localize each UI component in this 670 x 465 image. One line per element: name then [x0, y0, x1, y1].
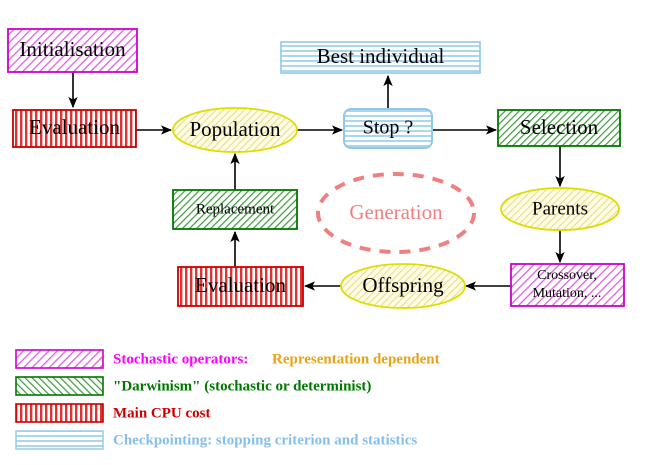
crossover-label-line2: Mutation, ... — [533, 286, 602, 301]
node-replacement[interactable]: Replacement — [172, 189, 298, 230]
crossover-label-line1: Crossover, — [537, 268, 597, 283]
node-evaluation-bottom[interactable]: Evaluation — [177, 266, 304, 307]
parents-ellipse — [500, 187, 620, 231]
legend-label-stochastic-detail: Representation dependent — [272, 351, 440, 367]
node-stop[interactable]: Stop ? — [343, 108, 433, 149]
edges-layer — [68, 72, 565, 291]
parents-label: Parents — [532, 198, 588, 219]
legend-item-stochastic[interactable]: Stochastic operators: Representation dep… — [15, 349, 440, 369]
node-best-individual[interactable]: Best individual — [280, 41, 481, 74]
evaluation-top-label: Evaluation — [29, 115, 120, 139]
replacement-label: Replacement — [196, 201, 275, 217]
node-selection[interactable]: Selection — [497, 109, 621, 147]
node-generation[interactable]: Generation — [316, 172, 476, 254]
legend-label-checkpoint: Checkpointing: stopping criterion and st… — [113, 432, 417, 448]
generation-ellipse — [316, 172, 476, 254]
node-initialisation[interactable]: Initialisation — [7, 28, 138, 73]
legend-label-darwinism: "Darwinism" (stochastic or determinist) — [113, 378, 371, 394]
stop-label: Stop ? — [363, 117, 414, 139]
node-parents[interactable]: Parents — [500, 187, 620, 231]
population-ellipse — [172, 107, 298, 153]
offspring-ellipse — [340, 263, 466, 309]
node-offspring[interactable]: Offspring — [340, 263, 466, 309]
legend: Stochastic operators: Representation dep… — [15, 349, 440, 450]
node-crossover-mutation[interactable]: Crossover, Mutation, ... — [510, 263, 625, 307]
initialisation-label: Initialisation — [19, 37, 126, 61]
legend-swatch-stochastic — [15, 349, 104, 369]
stop-box — [343, 108, 433, 149]
legend-swatch-darwinism — [15, 376, 104, 396]
population-label: Population — [189, 117, 281, 141]
legend-swatch-checkpoint — [15, 430, 104, 450]
best-individual-label: Best individual — [317, 44, 445, 68]
generation-label: Generation — [349, 200, 443, 224]
legend-item-checkpoint[interactable]: Checkpointing: stopping criterion and st… — [15, 430, 417, 450]
evaluation-top-box — [12, 109, 137, 148]
crossover-mutation-box — [510, 263, 625, 307]
node-population[interactable]: Population — [172, 107, 298, 153]
initialisation-box — [7, 28, 138, 73]
evaluation-bottom-box — [177, 266, 304, 307]
selection-box — [497, 109, 621, 147]
replacement-box — [172, 189, 298, 230]
best-individual-box — [280, 41, 481, 74]
legend-item-cpu[interactable]: Main CPU cost — [15, 403, 211, 423]
evaluation-bottom-label: Evaluation — [195, 273, 286, 297]
node-evaluation-top[interactable]: Evaluation — [12, 109, 137, 148]
legend-label-cpu: Main CPU cost — [113, 405, 211, 421]
selection-label: Selection — [520, 115, 599, 139]
offspring-label: Offspring — [362, 273, 444, 297]
legend-swatch-cpu — [15, 403, 104, 423]
legend-item-darwinism[interactable]: "Darwinism" (stochastic or determinist) — [15, 376, 371, 396]
legend-label-stochastic: Stochastic operators: — [113, 351, 248, 367]
